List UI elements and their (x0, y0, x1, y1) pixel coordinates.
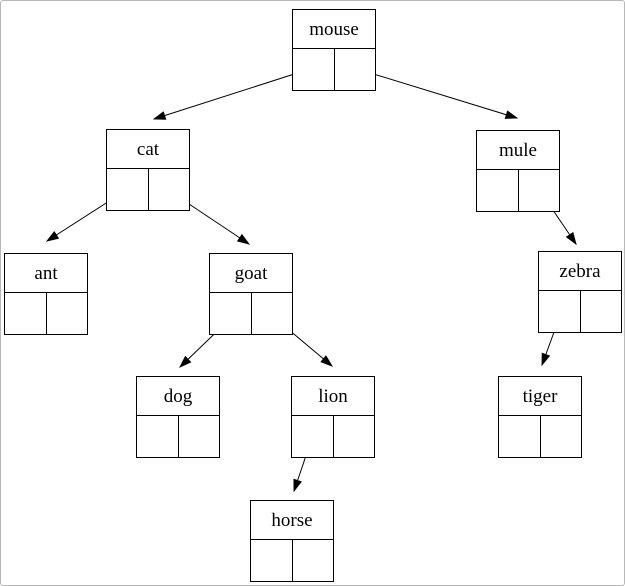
right-pointer-cell (45, 293, 88, 334)
tree-node-lion: lion (291, 376, 375, 458)
node-pointer-cells (107, 169, 189, 210)
node-label: dog (137, 377, 219, 416)
left-pointer-cell (293, 49, 334, 90)
node-label: goat (210, 254, 292, 293)
right-pointer-cell (291, 540, 334, 581)
left-pointer-cell (477, 170, 518, 211)
node-pointer-cells (251, 540, 333, 581)
tree-node-horse: horse (250, 500, 334, 582)
node-pointer-cells (5, 293, 87, 334)
tree-node-mouse: mouse (292, 9, 376, 91)
node-pointer-cells (477, 170, 559, 211)
tree-node-goat: goat (209, 253, 293, 335)
node-pointer-cells (292, 416, 374, 457)
node-label: mouse (293, 10, 375, 49)
left-pointer-cell (251, 540, 292, 581)
tree-node-zebra: zebra (538, 251, 622, 333)
left-pointer-cell (210, 293, 251, 334)
right-pointer-cell (517, 170, 560, 211)
node-pointer-cells (293, 49, 375, 90)
node-pointer-cells (499, 416, 581, 457)
left-pointer-cell (107, 169, 148, 210)
left-pointer-cell (292, 416, 333, 457)
edge-mouse-cat (152, 67, 314, 120)
tree-node-ant: ant (4, 253, 88, 335)
left-pointer-cell (539, 291, 580, 332)
tree-node-mule: mule (476, 130, 560, 212)
left-pointer-cell (499, 416, 540, 457)
right-pointer-cell (333, 49, 376, 90)
left-pointer-cell (137, 416, 178, 457)
node-label: cat (107, 130, 189, 169)
node-label: horse (251, 501, 333, 540)
tree-node-dog: dog (136, 376, 220, 458)
edge-mouse-mule (353, 67, 519, 119)
right-pointer-cell (147, 169, 190, 210)
node-pointer-cells (137, 416, 219, 457)
tree-node-cat: cat (106, 129, 190, 211)
right-pointer-cell (250, 293, 293, 334)
node-label: lion (292, 377, 374, 416)
right-pointer-cell (332, 416, 375, 457)
right-pointer-cell (539, 416, 582, 457)
node-label: tiger (499, 377, 581, 416)
right-pointer-cell (177, 416, 220, 457)
right-pointer-cell (579, 291, 622, 332)
tree-node-tiger: tiger (498, 376, 582, 458)
node-pointer-cells (210, 293, 292, 334)
node-label: ant (5, 254, 87, 293)
node-label: mule (477, 131, 559, 170)
node-pointer-cells (539, 291, 621, 332)
node-label: zebra (539, 252, 621, 291)
left-pointer-cell (5, 293, 46, 334)
